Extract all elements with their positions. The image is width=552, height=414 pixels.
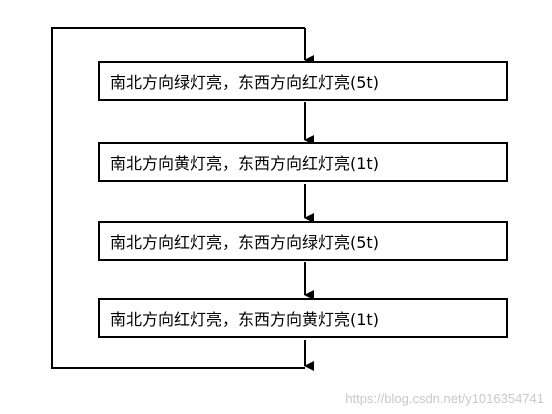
step-box-4: 南北方向红灯亮，东西方向黄灯亮(1t)	[98, 298, 508, 338]
step-box-1: 南北方向绿灯亮，东西方向红灯亮(5t)	[98, 61, 508, 101]
step-label-4: 南北方向红灯亮，东西方向黄灯亮(1t)	[110, 310, 379, 329]
step-label-3: 南北方向红灯亮，东西方向绿灯亮(5t)	[110, 233, 379, 252]
loop-back-line	[51, 27, 305, 369]
step-box-2: 南北方向黄灯亮，东西方向红灯亮(1t)	[98, 142, 508, 182]
step-label-1: 南北方向绿灯亮，东西方向红灯亮(5t)	[110, 73, 379, 92]
step-box-3: 南北方向红灯亮，东西方向绿灯亮(5t)	[98, 221, 508, 261]
watermark-text: https://blog.csdn.net/y1016354741	[345, 391, 544, 406]
step-label-2: 南北方向黄灯亮，东西方向红灯亮(1t)	[110, 154, 379, 173]
